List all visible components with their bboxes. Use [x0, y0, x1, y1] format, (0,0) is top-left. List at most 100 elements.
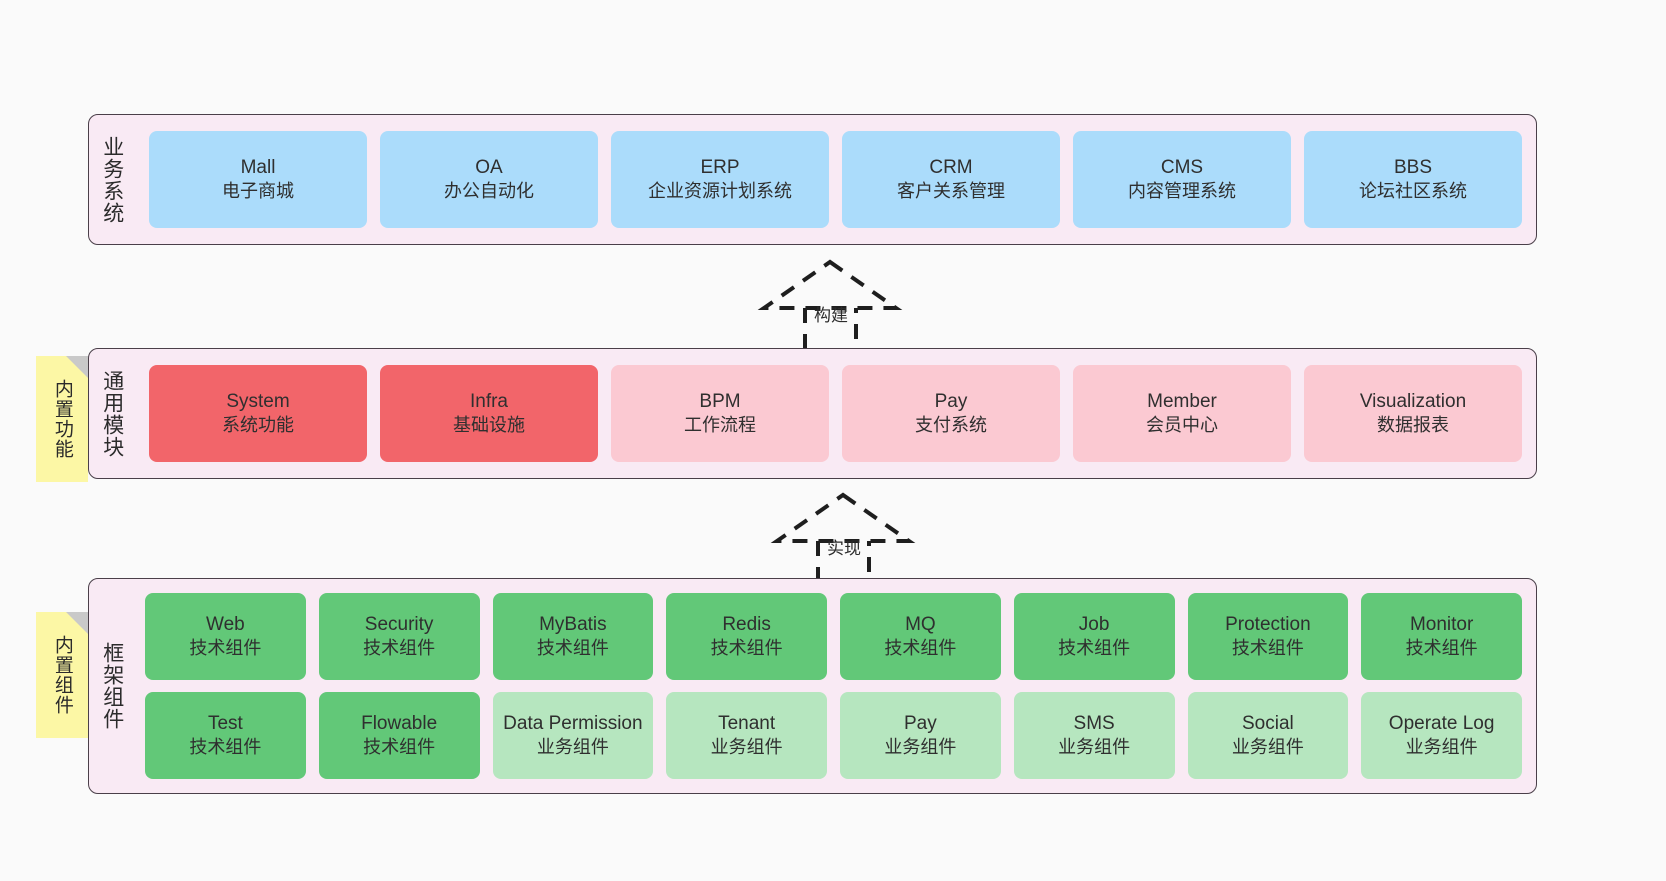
node-title-cn: 业务组件 [536, 737, 609, 758]
node-title-cn: 系统功能 [222, 415, 294, 436]
node-title-en: Pay [904, 712, 937, 734]
layer-label-common-module: 通用模块 [100, 369, 124, 458]
node-title-en: OA [475, 156, 503, 178]
sticky-note-label: 内置组件 [51, 635, 73, 715]
node-system[interactable]: System 系统功能 [149, 365, 367, 462]
node-tenant[interactable]: Tenant 业务组件 [666, 692, 827, 779]
node-title-en: Data Permission [503, 712, 643, 734]
node-mq[interactable]: MQ 技术组件 [840, 593, 1001, 680]
node-security[interactable]: Security 技术组件 [318, 593, 480, 680]
node-social[interactable]: Social 业务组件 [1187, 692, 1349, 779]
node-title-en: Visualization [1359, 390, 1467, 412]
node-mall[interactable]: Mall 电子商城 [149, 131, 367, 228]
node-sms[interactable]: SMS 业务组件 [1013, 692, 1175, 779]
framework-business-component-row: Test 技术组件 Flowable 技术组件 Data Permission … [145, 692, 1522, 779]
node-title-cn: 技术组件 [1058, 638, 1131, 659]
node-title-en: Pay [934, 390, 968, 412]
node-title-cn: 论坛社区系统 [1359, 181, 1467, 202]
node-title-cn: 业务组件 [1058, 737, 1131, 758]
node-title-en: Web [206, 613, 245, 635]
node-visualization[interactable]: Visualization 数据报表 [1304, 365, 1522, 462]
node-title-en: Infra [469, 390, 509, 412]
node-title-en: CMS [1160, 156, 1204, 178]
common-module-node-list: System 系统功能 Infra 基础设施 BPM 工作流程 Pay 支付系统… [135, 349, 1536, 478]
node-infra[interactable]: Infra 基础设施 [380, 365, 598, 462]
node-title-en: Job [1078, 613, 1110, 635]
connector-implement: 实现 [770, 491, 916, 585]
node-member[interactable]: Member 会员中心 [1073, 365, 1291, 462]
node-title-cn: 基础设施 [453, 415, 525, 436]
node-job[interactable]: Job 技术组件 [1013, 593, 1175, 680]
node-title-cn: 办公自动化 [444, 181, 534, 202]
node-title-cn: 技术组件 [363, 638, 436, 659]
node-data-permission[interactable]: Data Permission 业务组件 [492, 692, 654, 779]
node-title-en: Test [207, 712, 243, 734]
node-title-en: BBS [1393, 156, 1433, 178]
node-title-en: Social [1242, 712, 1294, 734]
node-crm[interactable]: CRM 客户关系管理 [842, 131, 1060, 228]
node-title-cn: 数据报表 [1377, 415, 1449, 436]
node-mybatis[interactable]: MyBatis 技术组件 [492, 593, 654, 680]
node-erp[interactable]: ERP 企业资源计划系统 [611, 131, 829, 228]
node-title-cn: 工作流程 [684, 415, 756, 436]
node-title-en: MQ [905, 613, 936, 635]
node-pay-business[interactable]: Pay 业务组件 [840, 692, 1001, 779]
node-title-en: Flowable [361, 712, 438, 734]
layer-framework-component: 框架组件 Web 技术组件 Security 技术组件 MyBatis 技术组件… [88, 578, 1537, 794]
node-title-en: System [226, 390, 290, 412]
node-title-cn: 技术组件 [363, 737, 436, 758]
node-title-cn: 业务组件 [884, 737, 957, 758]
node-web[interactable]: Web 技术组件 [145, 593, 306, 680]
node-title-cn: 企业资源计划系统 [648, 181, 792, 202]
connector-label-implement: 实现 [827, 539, 861, 558]
node-monitor[interactable]: Monitor 技术组件 [1361, 593, 1522, 680]
node-title-cn: 技术组件 [710, 638, 783, 659]
node-title-cn: 技术组件 [1405, 638, 1478, 659]
node-title-cn: 内容管理系统 [1128, 181, 1236, 202]
layer-common-module: 通用模块 System 系统功能 Infra 基础设施 BPM 工作流程 Pay… [88, 348, 1537, 479]
node-title-cn: 技术组件 [884, 638, 957, 659]
node-test[interactable]: Test 技术组件 [145, 692, 306, 779]
layer-business-system: 业务系统 Mall 电子商城 OA 办公自动化 ERP 企业资源计划系统 CRM… [88, 114, 1537, 245]
node-title-en: SMS [1073, 712, 1115, 734]
sticky-note-builtin-component: 内置组件 [36, 612, 88, 738]
node-redis[interactable]: Redis 技术组件 [666, 593, 827, 680]
node-title-en: CRM [929, 156, 973, 178]
node-title-cn: 支付系统 [915, 415, 987, 436]
node-title-cn: 技术组件 [536, 638, 609, 659]
node-title-cn: 业务组件 [1405, 737, 1478, 758]
node-title-cn: 业务组件 [710, 737, 783, 758]
node-pay[interactable]: Pay 支付系统 [842, 365, 1060, 462]
connector-label-build: 构建 [814, 306, 848, 325]
node-title-en: Protection [1225, 613, 1311, 635]
node-title-cn: 技术组件 [1231, 638, 1304, 659]
node-operate-log[interactable]: Operate Log 业务组件 [1361, 692, 1522, 779]
sticky-note-label: 内置功能 [51, 379, 73, 459]
node-title-en: Mall [240, 156, 276, 178]
layer-label-framework-component: 框架组件 [100, 642, 124, 730]
node-title-en: Security [364, 613, 434, 635]
node-title-cn: 技术组件 [189, 737, 262, 758]
framework-tech-component-row: Web 技术组件 Security 技术组件 MyBatis 技术组件 Redi… [145, 593, 1522, 680]
business-system-node-list: Mall 电子商城 OA 办公自动化 ERP 企业资源计划系统 CRM 客户关系… [135, 115, 1536, 244]
node-title-en: Member [1147, 390, 1217, 412]
node-oa[interactable]: OA 办公自动化 [380, 131, 598, 228]
node-title-cn: 客户关系管理 [897, 181, 1005, 202]
node-title-en: ERP [700, 156, 740, 178]
node-title-en: Monitor [1409, 613, 1474, 635]
connector-stem [803, 308, 858, 352]
node-title-cn: 电子商城 [222, 181, 294, 202]
node-protection[interactable]: Protection 技术组件 [1187, 593, 1349, 680]
layer-label-business-system: 业务系统 [100, 135, 124, 224]
node-cms[interactable]: CMS 内容管理系统 [1073, 131, 1291, 228]
node-flowable[interactable]: Flowable 技术组件 [318, 692, 480, 779]
node-bbs[interactable]: BBS 论坛社区系统 [1304, 131, 1522, 228]
node-bpm[interactable]: BPM 工作流程 [611, 365, 829, 462]
arrowhead-triangle-icon [757, 259, 903, 310]
node-title-en: Redis [722, 613, 771, 635]
node-title-en: Operate Log [1388, 712, 1495, 734]
framework-component-node-list: Web 技术组件 Security 技术组件 MyBatis 技术组件 Redi… [135, 579, 1536, 793]
node-title-cn: 业务组件 [1231, 737, 1304, 758]
node-title-en: MyBatis [539, 613, 607, 635]
